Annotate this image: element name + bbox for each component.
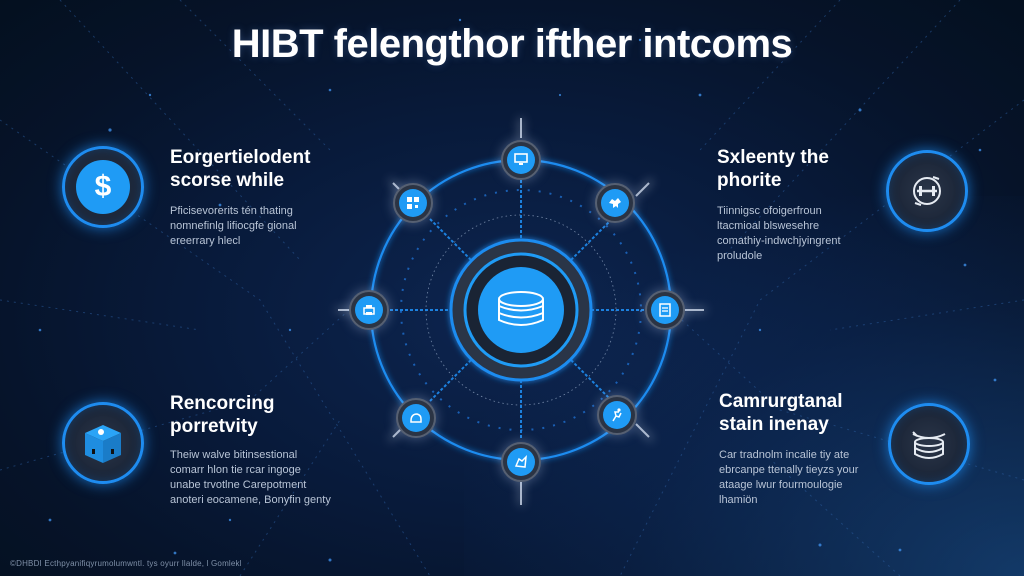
hub-node-top-right[interactable] <box>595 183 635 223</box>
feature-heading: Sxleenty the phorite <box>717 147 829 191</box>
page-title: HIBT felengthor ifther intcoms <box>231 22 793 66</box>
hub-node-left[interactable] <box>349 290 389 330</box>
hub-spokes <box>390 180 652 440</box>
document-icon <box>659 303 671 317</box>
feature-bottom-right-icon <box>888 403 970 485</box>
database-icon <box>498 291 544 326</box>
hub-node-bottom-left[interactable] <box>396 398 436 438</box>
feature-bottom-left: Rencorcing porretvity Theiw walve bitins… <box>170 392 370 508</box>
feature-top-right-icon <box>886 150 968 232</box>
footer-copyright: ©DHBDI Ecthpyanifiqyrumolumwntl. tys oyu… <box>10 559 242 568</box>
runner-icon <box>612 408 622 422</box>
hub-node-top-left[interactable] <box>393 183 433 223</box>
hub-node-top[interactable] <box>501 140 541 180</box>
feature-heading: Eorgertielodent scorse while <box>170 147 311 191</box>
feature-description: Tiinnigsc ofoigerfroun ltacmioal blswese… <box>717 205 841 262</box>
feature-top-left: Eorgertielodent scorse while Pficisevore… <box>170 146 360 249</box>
map-icon <box>514 454 527 468</box>
hub-node-bottom-right[interactable] <box>597 395 637 435</box>
dumbbell-cycle-icon <box>913 176 941 206</box>
feature-heading: Rencorcing porretvity <box>170 393 275 437</box>
feature-bottom-left-icon <box>62 402 144 484</box>
monitor-icon <box>514 153 528 165</box>
printer-icon <box>363 305 375 315</box>
helmet-icon <box>410 413 422 423</box>
feature-description: Theiw walve bitinsestional comarr hlon t… <box>170 449 331 506</box>
database-stack-icon <box>912 431 946 459</box>
cloud-bull-icon <box>609 198 621 208</box>
feature-description: Car tradnolm incalie tiy ate ebrcanpe tt… <box>719 449 859 506</box>
dollar-icon: $ <box>76 160 130 214</box>
hub-node-right[interactable] <box>645 290 685 330</box>
box-icon <box>85 425 121 463</box>
feature-top-left-icon: $ <box>62 146 144 228</box>
feature-top-right: Sxleenty the phorite Tiinnigsc ofoigerfr… <box>717 146 887 264</box>
feature-heading: Camrurgtanal stain inenay <box>719 391 843 435</box>
qr-icon <box>407 197 419 209</box>
hub-node-bottom[interactable] <box>501 442 541 482</box>
feature-description: Pficisevorerits tén thating nomnefinlg l… <box>170 205 297 247</box>
feature-bottom-right: Camrurgtanal stain inenay Car tradnolm i… <box>719 390 889 508</box>
